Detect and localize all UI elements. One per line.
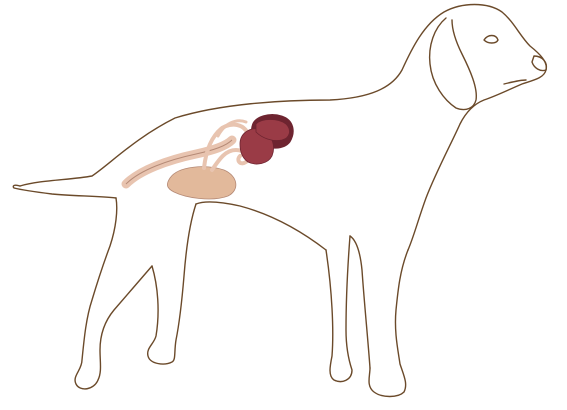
dog-front-leg-outer: [369, 250, 408, 397]
dog-hind-leg-back: [75, 198, 152, 389]
dog-hind-leg-front: [148, 204, 196, 364]
dog-outline: [13, 5, 546, 397]
dog-ear-outline: [430, 18, 477, 110]
dog-nose-outline: [532, 56, 546, 71]
dog-front-leg-back: [326, 236, 352, 382]
bladder: [167, 167, 236, 199]
dog-tail-outline: [13, 185, 116, 198]
dog-eye-outline: [484, 36, 498, 44]
dog-belly-outline: [196, 202, 326, 250]
dog-front-leg-inner: [350, 236, 370, 368]
internal-organs: [126, 114, 293, 199]
